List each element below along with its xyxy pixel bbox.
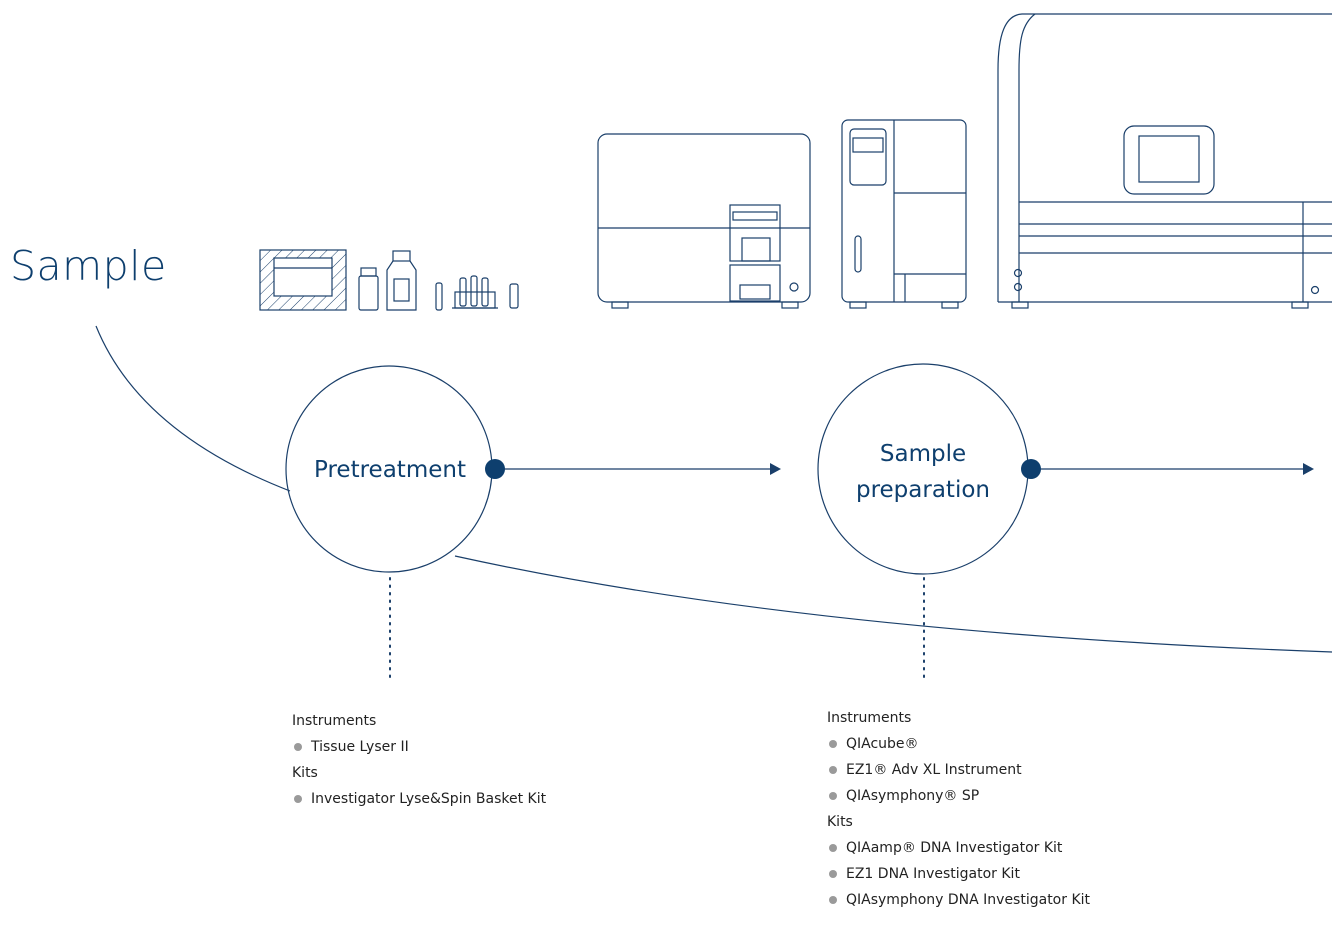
arrowhead-1 [770,463,781,475]
qiacube-instrument-icon [597,133,811,309]
bottle-icon [386,250,417,311]
tissue-lyser-icon [259,249,347,311]
vial-icon [358,267,379,311]
arrowhead-2 [1303,463,1314,475]
instrument-list: Tissue Lyser II [292,739,546,755]
instruments-header: Instruments [292,713,377,729]
kits-header: Kits [827,814,853,830]
bullet-icon [294,743,302,751]
ez1-instrument-icon [841,119,967,309]
bullet-icon [294,795,302,803]
small-tube-icon [509,283,519,309]
instruments-header: Instruments [827,710,912,726]
flow-curve-lower [454,555,1332,653]
bullet-icon [829,896,837,904]
sample-title: Sample [10,242,167,290]
list-item: QIAsymphony DNA Investigator Kit [827,892,1090,908]
bullet-icon [829,766,837,774]
kit-list: Investigator Lyse&Spin Basket Kit [292,791,546,807]
bullet-icon [829,844,837,852]
instrument-list: QIAcube® EZ1® Adv XL Instrument QIAsymph… [827,736,1090,804]
list-item: QIAsymphony® SP [827,788,1090,804]
list-item: EZ1® Adv XL Instrument [827,762,1090,778]
list-item: QIAcube® [827,736,1090,752]
pretreatment-panel: Instruments Tissue Lyser II Kits Investi… [292,713,546,817]
pretreatment-label: Pretreatment [314,457,466,483]
bullet-icon [829,740,837,748]
sample-prep-panel: Instruments QIAcube® EZ1® Adv XL Instrum… [827,710,1090,918]
list-item: Tissue Lyser II [292,739,546,755]
kits-header: Kits [292,765,318,781]
flow-curve-upper [95,325,291,492]
qiasymphony-instrument-icon [997,13,1332,309]
list-item: QIAamp® DNA Investigator Kit [827,840,1090,856]
list-item: EZ1 DNA Investigator Kit [827,866,1090,882]
connector-dot-1 [485,459,505,479]
list-item: Investigator Lyse&Spin Basket Kit [292,791,546,807]
tube-icon [435,282,443,311]
sample-prep-label: Sample preparation [855,441,990,503]
tube-rack-icon [452,275,498,309]
kit-list: QIAamp® DNA Investigator Kit EZ1 DNA Inv… [827,840,1090,908]
bullet-icon [829,870,837,878]
bullet-icon [829,792,837,800]
connector-dot-2 [1021,459,1041,479]
